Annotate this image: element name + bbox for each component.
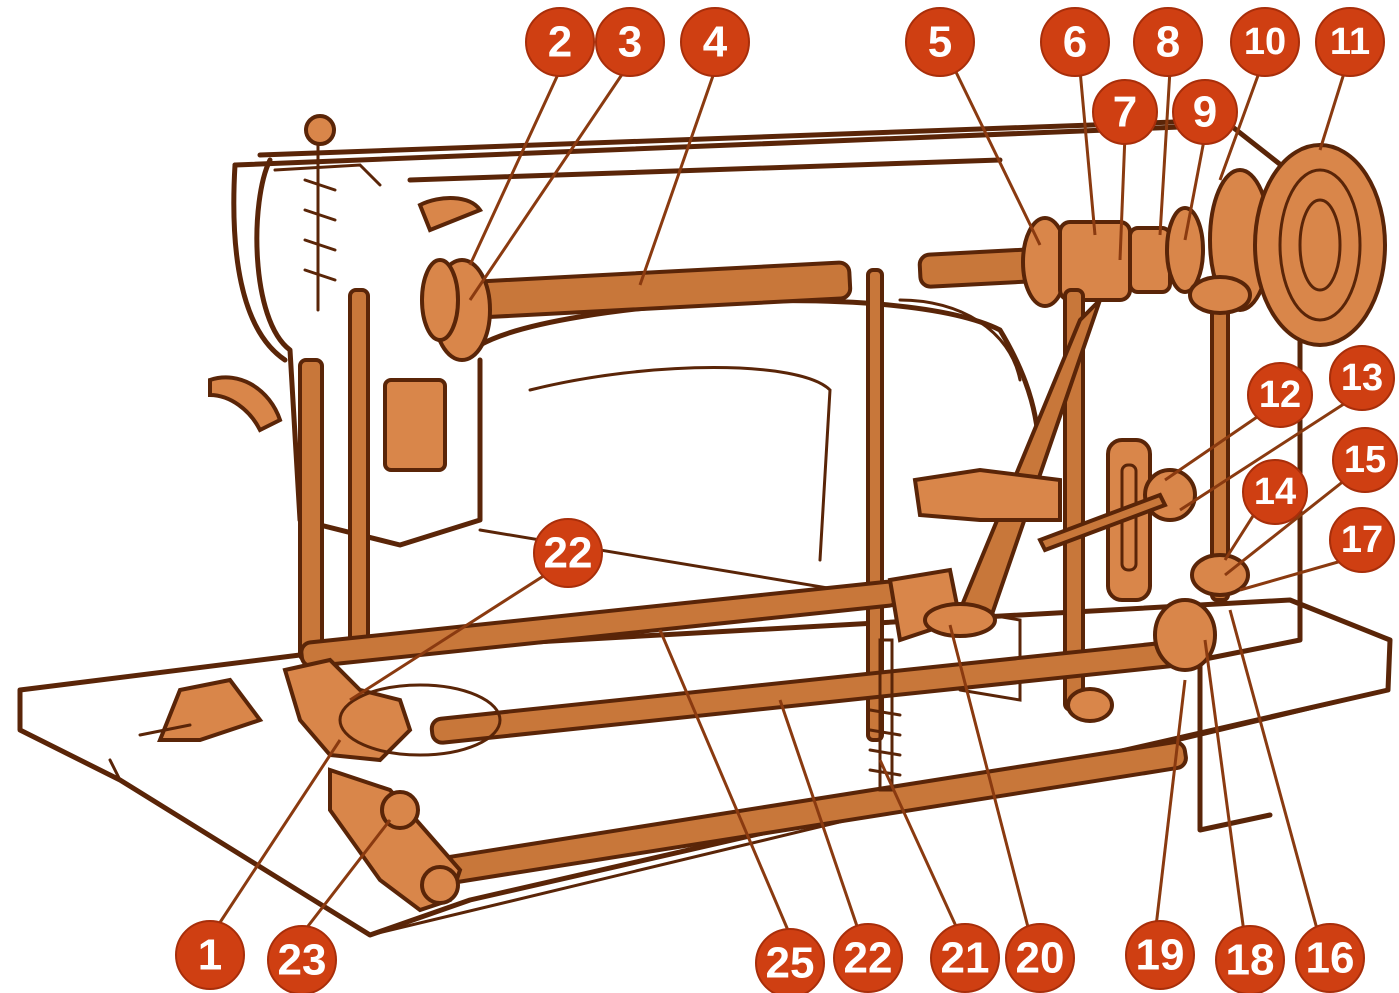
collar-9 — [1165, 206, 1205, 294]
callout-label: 1 — [198, 931, 222, 980]
callout-14: 14 — [1242, 459, 1308, 525]
callout-label: 20 — [1016, 934, 1065, 983]
callout-label: 22 — [544, 529, 593, 578]
callout-label: 6 — [1063, 18, 1087, 67]
callout-25: 25 — [755, 928, 825, 993]
callout-20: 20 — [1005, 923, 1075, 993]
presser-bar — [348, 288, 370, 662]
callout-7: 7 — [1092, 79, 1158, 145]
callout-13: 13 — [1329, 345, 1395, 411]
leader-lines — [213, 69, 1351, 941]
callout-label: 11 — [1330, 21, 1370, 63]
feed-assembly — [282, 657, 413, 763]
callout-label: 12 — [1259, 374, 1301, 416]
callout-label: 7 — [1113, 88, 1137, 137]
callout-18: 18 — [1215, 925, 1285, 993]
upper-shaft — [467, 260, 853, 320]
handwheel-11 — [1253, 143, 1387, 347]
callout-17: 17 — [1329, 507, 1395, 573]
callout-label: 21 — [941, 934, 990, 983]
callout-label: 17 — [1341, 519, 1383, 561]
callout-16: 16 — [1295, 923, 1365, 993]
callout-label: 8 — [1156, 18, 1180, 67]
callout-label: 23 — [278, 936, 327, 985]
lower-shaft-25 — [299, 579, 901, 669]
callout-3: 3 — [595, 7, 665, 77]
callout-5: 5 — [905, 7, 975, 77]
callout-label: 4 — [703, 18, 728, 67]
machine-head — [254, 157, 483, 548]
callout-10: 10 — [1230, 7, 1300, 77]
callout-1: 1 — [175, 920, 245, 990]
callout-label: 15 — [1344, 439, 1386, 481]
callout-19: 19 — [1125, 920, 1195, 990]
callout-15: 15 — [1332, 427, 1398, 493]
lower-shaft-21 — [432, 740, 1188, 886]
callout-2: 2 — [525, 7, 595, 77]
callout-9: 9 — [1172, 79, 1238, 145]
sewing-machine-illustration — [17, 114, 1393, 938]
callout-6: 6 — [1040, 7, 1110, 77]
callout-label: 22 — [844, 934, 893, 983]
callout-4: 4 — [680, 7, 750, 77]
callouts: 2 3 4 5 6 8 10 11 7 9 12 13 15 14 17 22 … — [175, 7, 1398, 993]
callout-11: 11 — [1315, 7, 1385, 77]
callout-12: 12 — [1247, 362, 1313, 428]
callout-label: 16 — [1306, 934, 1355, 983]
needle-bar — [298, 358, 324, 662]
callout-22-lower: 22 — [833, 923, 903, 993]
callout-label: 3 — [618, 18, 642, 67]
callout-label: 2 — [548, 18, 572, 67]
callout-23: 23 — [267, 925, 337, 993]
callout-22-upper: 22 — [533, 518, 603, 588]
callout-label: 19 — [1136, 931, 1185, 980]
callout-label: 5 — [928, 18, 952, 67]
callout-label: 25 — [766, 939, 815, 988]
callout-8: 8 — [1133, 7, 1203, 77]
vertical-rod-left — [866, 268, 884, 742]
callout-label: 9 — [1193, 88, 1217, 137]
callout-label: 18 — [1226, 936, 1275, 985]
callout-label: 10 — [1244, 21, 1286, 63]
callout-21: 21 — [930, 923, 1000, 993]
callout-label: 13 — [1341, 357, 1383, 399]
callout-label: 14 — [1254, 471, 1296, 513]
